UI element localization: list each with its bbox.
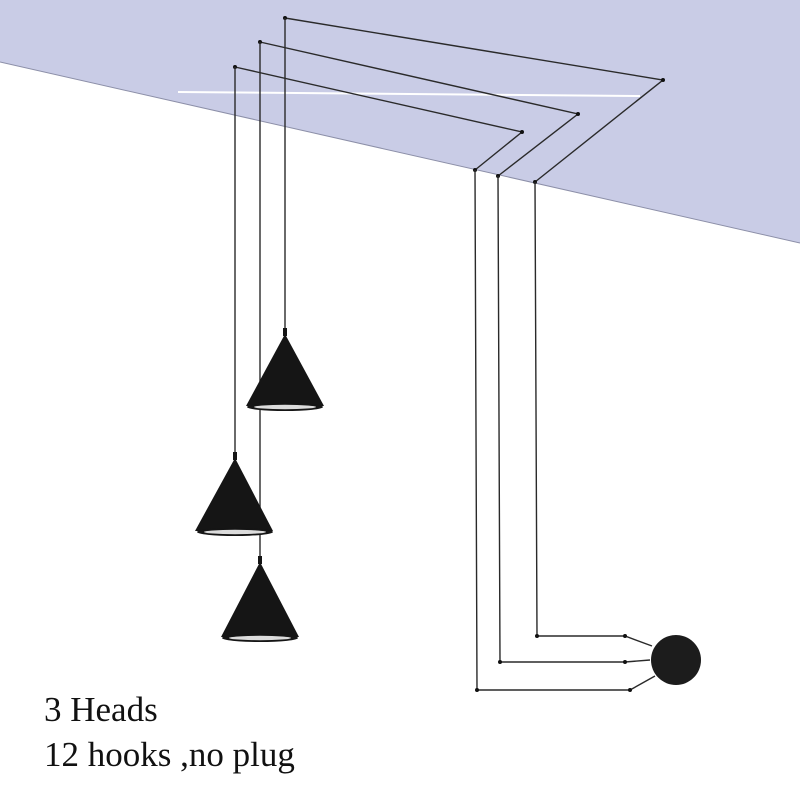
cone-pendant-icon (195, 452, 273, 536)
hook (623, 634, 627, 638)
caption-heads: 3 Heads (44, 690, 158, 729)
cone-pendant-icon (246, 328, 324, 411)
ceiling-plane (0, 0, 800, 243)
round-canopy-icon (651, 635, 701, 685)
ceiling-edge (0, 61, 800, 244)
wall-wire-runs (474, 169, 656, 691)
hook (576, 112, 580, 116)
hook (498, 660, 502, 664)
wall-wire-1 (534, 181, 653, 647)
hook (475, 688, 479, 692)
hook (535, 634, 539, 638)
hook (628, 688, 632, 692)
ceiling-highlight-line (177, 91, 641, 97)
cone-pendant-icon (221, 556, 299, 642)
hook (520, 130, 524, 134)
wall-wire-2 (497, 175, 651, 663)
wall-wire-3 (474, 169, 656, 691)
hook (661, 78, 665, 82)
caption-hooks: 12 hooks ,no plug (44, 735, 295, 774)
drop-cords (234, 18, 286, 558)
wall-hooks (475, 634, 632, 692)
hook (623, 660, 627, 664)
